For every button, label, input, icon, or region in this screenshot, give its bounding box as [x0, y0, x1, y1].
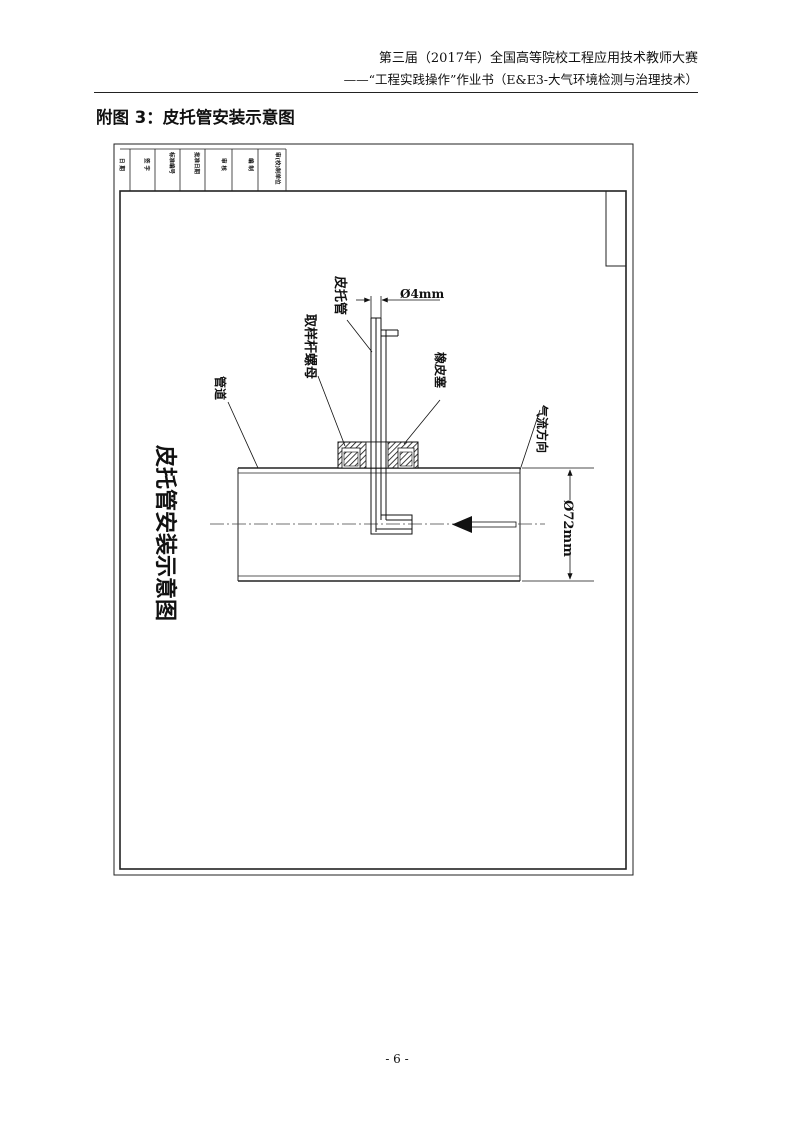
pipe-label: 管道: [213, 376, 228, 400]
outer-frame: [113, 143, 634, 876]
airflow-direction-label: 气流方向: [535, 404, 550, 453]
title-block-cell: 审 核: [220, 158, 228, 171]
inner-frame: [119, 190, 627, 870]
title-block-cell: 日 期: [118, 158, 126, 171]
title-block-cell: 批准日期: [193, 152, 201, 175]
title-block-cell: 审(校)制单位: [274, 152, 282, 185]
header-subtitle: ——“工程实践操作”作业书（E&E3-大气环境检测与治理技术）: [343, 72, 698, 87]
figure-title: 附图 3：皮托管安装示意图: [96, 108, 295, 127]
sampling-nut-label: 取样杆螺母: [302, 314, 318, 379]
pipe-diameter-dimension: [522, 467, 594, 582]
corner-box: [605, 190, 627, 267]
title-block: [120, 148, 287, 191]
pipe-diameter-label: Ø72mm: [560, 500, 575, 557]
header-rule: [94, 92, 698, 93]
pitot-tube-label: 皮托管: [332, 275, 348, 315]
rubber-plug-label: 橡皮塞: [433, 352, 448, 389]
rubber-plug: [337, 441, 419, 469]
airflow-arrow: [452, 516, 517, 533]
title-block-cell: 标准编号: [168, 151, 176, 175]
title-block-cell: 编 制: [247, 158, 255, 171]
page-number: - 6 -: [385, 1052, 409, 1066]
leader-lines: [227, 319, 541, 471]
title-block-cell: 签 字: [143, 157, 151, 171]
diameter-probe-label: Ø4mm: [400, 287, 445, 301]
header-title: 第三届（2017年）全国高等院校工程应用技术教师大赛: [378, 51, 698, 66]
pitot-tube: [370, 317, 413, 535]
drawing-caption: 皮托管安装示意图: [152, 445, 178, 621]
diameter-probe-dimension: [356, 296, 440, 318]
